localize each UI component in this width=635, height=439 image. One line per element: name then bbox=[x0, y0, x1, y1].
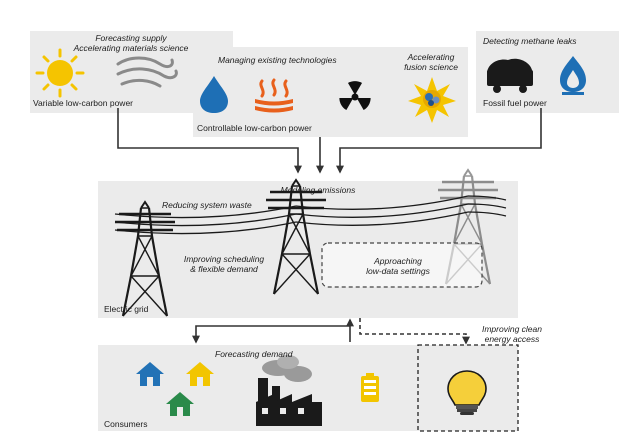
variable-power-label: Variable low-carbon power bbox=[33, 98, 134, 108]
energy-access-label: Improving clean energy access bbox=[470, 324, 554, 344]
application-forecasting-supply: Forecasting supply bbox=[95, 33, 167, 43]
scheduling-line2: & flexible demand bbox=[190, 264, 258, 274]
modeling-emissions-label: Modeling emissions bbox=[280, 185, 356, 195]
fusion-icon bbox=[408, 77, 456, 123]
battery-icon bbox=[361, 373, 379, 402]
fusion-note-line2: fusion science bbox=[404, 62, 458, 72]
low-data-line1: Approaching bbox=[374, 256, 422, 266]
application-materials-science: Accelerating materials science bbox=[73, 43, 189, 53]
fusion-note: Accelerating fusion science bbox=[396, 52, 466, 72]
grid-to-access-arrow bbox=[359, 318, 470, 345]
fusion-note-line1: Accelerating bbox=[407, 52, 455, 62]
low-data-label: Approaching low-data settings bbox=[350, 256, 446, 276]
application-methane-leaks: Detecting methane leaks bbox=[483, 36, 577, 46]
sun-icon bbox=[35, 48, 85, 98]
consumers-label: Consumers bbox=[104, 419, 148, 429]
nuclear-icon bbox=[339, 81, 371, 111]
coal-cart-icon bbox=[487, 58, 533, 93]
grid-to-consumers-arrow bbox=[192, 325, 350, 344]
controllable-power-label: Controllable low-carbon power bbox=[197, 123, 312, 133]
application-managing-existing: Managing existing technologies bbox=[218, 55, 337, 65]
light-bulb-icon bbox=[447, 370, 487, 415]
scheduling-label: Improving scheduling & flexible demand bbox=[176, 254, 272, 274]
factory-icon bbox=[256, 355, 322, 426]
water-drop-icon bbox=[200, 76, 228, 113]
low-data-box bbox=[321, 242, 483, 288]
wind-icon bbox=[116, 56, 178, 88]
fossil-power-label: Fossil fuel power bbox=[483, 98, 547, 108]
geothermal-icon bbox=[255, 78, 293, 113]
fossil-to-grid-arrow bbox=[336, 108, 542, 174]
gas-flame-icon bbox=[560, 56, 586, 95]
scheduling-line1: Improving scheduling bbox=[183, 254, 265, 264]
variable-applications: Forecasting supply Accelerating material… bbox=[50, 33, 212, 53]
house-icon bbox=[136, 362, 214, 416]
power-lines bbox=[114, 195, 507, 235]
energy-access-line2: energy access bbox=[484, 334, 540, 344]
variable-to-grid-arrow bbox=[117, 108, 302, 174]
low-data-line2: low-data settings bbox=[366, 266, 430, 276]
energy-access-line1: Improving clean bbox=[481, 324, 542, 334]
reducing-waste-label: Reducing system waste bbox=[162, 200, 252, 210]
electric-grid-label: Electric grid bbox=[104, 304, 149, 314]
forecasting-demand-label: Forecasting demand bbox=[215, 349, 293, 359]
